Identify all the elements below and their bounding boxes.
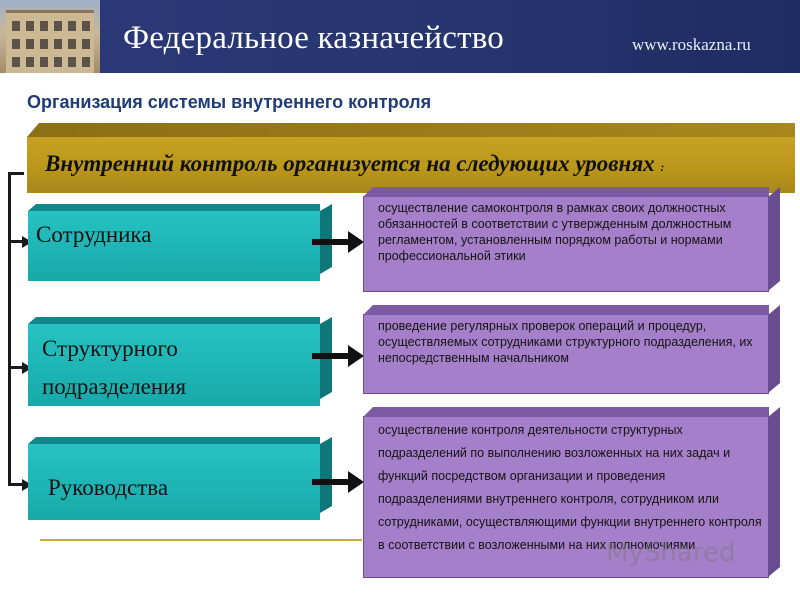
description-department: проведение регулярных проверок операций … xyxy=(378,319,753,365)
description-box-department: проведение регулярных проверок операций … xyxy=(363,314,769,394)
banner-colon: : xyxy=(660,160,665,174)
level-label-department: Структурного подразделения xyxy=(42,330,186,406)
level-box-department: Структурного подразделения xyxy=(28,324,320,406)
description-employee: осуществление самоконтроля в рамках свои… xyxy=(378,201,732,263)
level-label-management: Руководства xyxy=(48,472,168,504)
level-label-employee: Сотрудника xyxy=(36,219,151,251)
header-url[interactable]: www.roskazna.ru xyxy=(632,35,751,54)
page-title: Организация системы внутреннего контроля xyxy=(27,92,432,112)
level-label-line: подразделения xyxy=(42,374,187,399)
level-box-employee: Сотрудника xyxy=(28,211,320,281)
arrow-right-icon xyxy=(312,228,364,256)
watermark: MyShared xyxy=(606,538,736,568)
description-box-employee: осуществление самоконтроля в рамках свои… xyxy=(363,196,769,292)
header-bar: Федеральное казначейство www.roskazna.ru xyxy=(0,0,800,73)
arrow-right-icon xyxy=(312,342,364,370)
banner-text: Внутренний контроль организуется на след… xyxy=(45,151,664,177)
description-box-management: осуществление контроля деятельности стру… xyxy=(363,416,769,578)
levels-banner: Внутренний контроль организуется на след… xyxy=(27,123,795,193)
header-title: Федеральное казначейство xyxy=(123,20,504,56)
level-label-line: Руководства xyxy=(48,475,169,500)
banner-heading: Внутренний контроль организуется на след… xyxy=(45,151,655,176)
description-management: осуществление контроля деятельности стру… xyxy=(378,423,762,552)
level-box-management: Руководства xyxy=(28,444,320,520)
arrow-right-icon xyxy=(312,468,364,496)
divider-line xyxy=(40,539,362,541)
level-label-line: Сотрудника xyxy=(36,222,152,247)
level-label-line: Структурного xyxy=(42,336,178,361)
building-photo xyxy=(0,0,100,73)
